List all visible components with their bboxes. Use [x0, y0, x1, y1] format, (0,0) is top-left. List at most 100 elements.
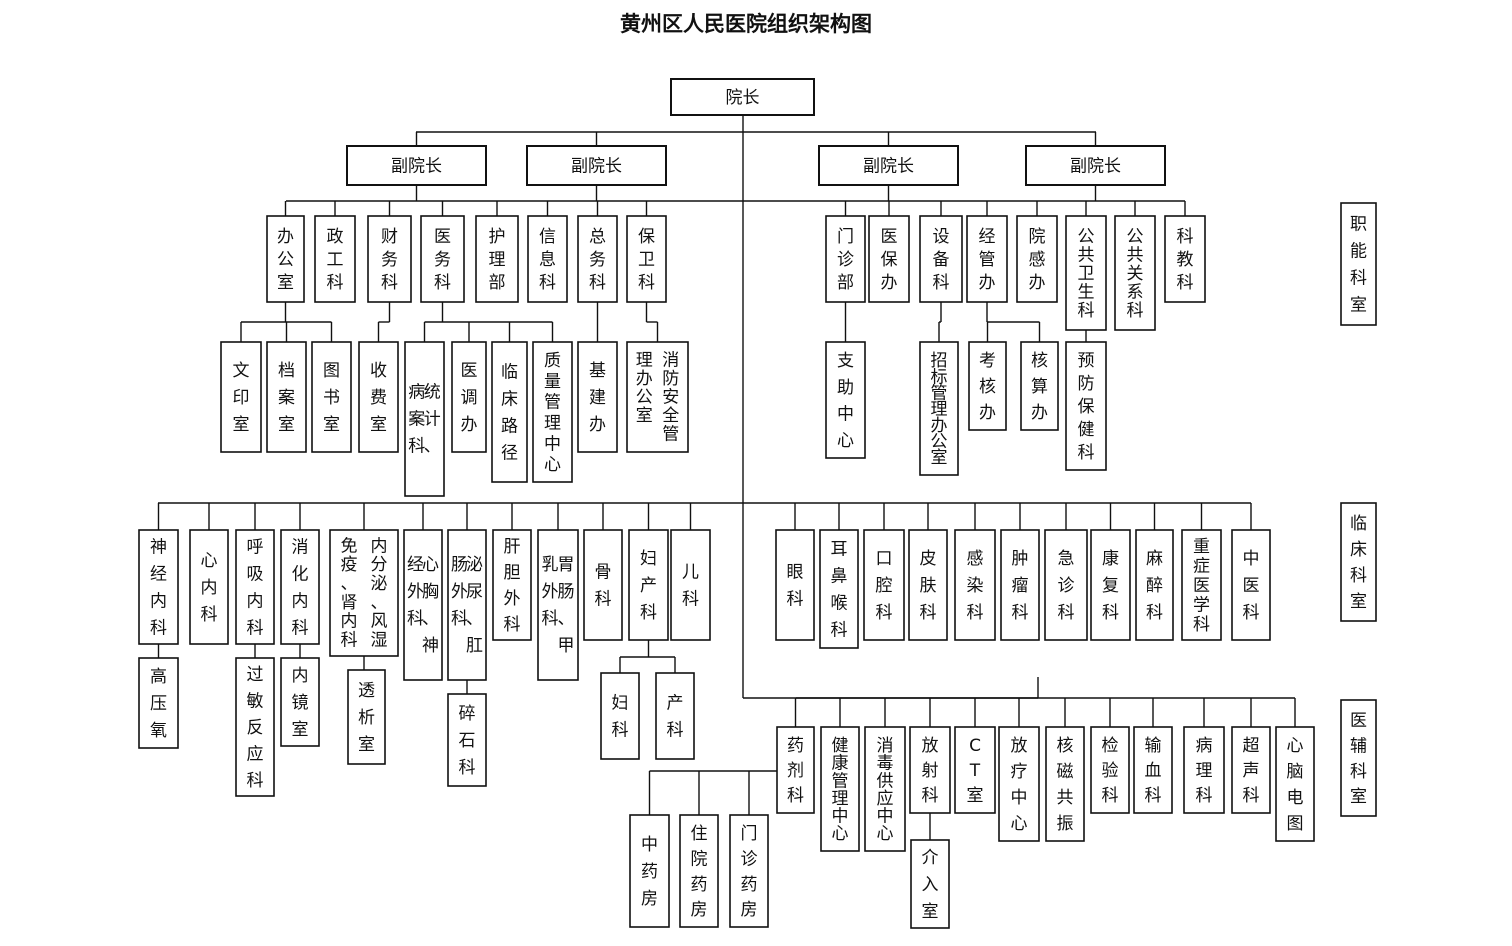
dept-输血科-label: 输血科: [1145, 736, 1162, 806]
dept-高压氧-label: 高压氧: [150, 667, 167, 741]
dept-质量管理中心-label: 质量管理中心: [544, 351, 561, 475]
dept-呼吸内科-label: 呼吸内科: [247, 538, 264, 639]
dept-康复科-frame: [1090, 529, 1131, 641]
dept-办公室: 办公室: [266, 215, 305, 303]
dept-考核办: 考核办: [968, 341, 1007, 431]
dept-儿科-label: 儿科: [682, 563, 699, 610]
category-label-2-frame: [1340, 502, 1377, 622]
dept-财务科-frame: [367, 215, 412, 303]
dept-产科-label: 产科: [667, 694, 684, 741]
dept-康复科-label: 康复科: [1102, 549, 1119, 623]
dept-政工科-frame: [314, 215, 356, 303]
box-vice-president-3-frame: [818, 145, 959, 186]
dept-康复科: 康复科: [1090, 529, 1131, 641]
dept-医调办-frame: [451, 341, 487, 453]
dept-介入室-frame: [910, 839, 950, 929]
dept-护理部-frame: [475, 215, 519, 303]
dept-经管办-frame: [966, 215, 1008, 303]
dept-检验科-label: 检验科: [1102, 736, 1119, 806]
chart-title: 黄州区人民医院组织架构图: [620, 12, 872, 36]
dept-急诊科: 急诊科: [1044, 529, 1088, 641]
connector-lines: [157, 115, 1296, 840]
dept-神经内科: 神经内科: [138, 529, 179, 645]
dept-档案室-label: 档案室: [278, 361, 295, 435]
dept-儿科-frame: [670, 529, 711, 641]
dept-档案室-frame: [266, 341, 307, 453]
dept-皮肤科-frame: [908, 529, 948, 641]
dept-高压氧-frame: [138, 657, 179, 749]
box-president: 院长: [670, 78, 815, 116]
dept-麻醉科: 麻醉科: [1135, 529, 1174, 641]
dept-支助中心-label: 支助中心: [837, 351, 854, 451]
dept-考核办-label: 考核办: [979, 351, 996, 423]
dept-消化内科-label: 消化内科: [292, 538, 309, 639]
dept-眼科-label: 眼科: [787, 563, 804, 610]
dept-经管办-label: 经管办: [979, 227, 996, 293]
dept-妇科-label: 妇科: [612, 694, 629, 741]
dept-医务科: 医务科: [420, 215, 465, 303]
dept-科教科-frame: [1164, 215, 1206, 303]
dept-介入室-label: 介入室: [922, 848, 939, 922]
dept-内镜室-label: 内镜室: [292, 666, 309, 740]
dept-放射科: 放射科: [909, 726, 951, 814]
dept-中医科: 中医科: [1231, 529, 1271, 641]
dept-中医科-frame: [1231, 529, 1271, 641]
dept-医务科-label: 医务科: [434, 227, 451, 293]
dept-重症医学科-frame: [1181, 529, 1222, 641]
category-label-3-frame: [1340, 699, 1377, 817]
dept-预防保健科: 预防保健科: [1065, 341, 1107, 471]
dept-放射科-label: 放射科: [922, 736, 939, 806]
dept-图书室: 图书室: [311, 341, 352, 453]
dept-感染科: 感染科: [954, 529, 996, 641]
dept-住院药房: 住院药房: [679, 814, 719, 928]
dept-碎石科: 碎石科: [447, 693, 487, 787]
dept-健康管理中心-label: 健康管理中心: [832, 736, 849, 844]
dept-心胸、神经外科: 心胸、神经外科: [403, 529, 443, 681]
dept-急诊科-frame: [1044, 529, 1088, 641]
dept-心脑电图-label: 心脑电图: [1287, 736, 1304, 834]
dept-医保办: 医保办: [868, 215, 910, 303]
dept-门诊部: 门诊部: [825, 215, 866, 303]
dept-核磁共振-label: 核磁共振: [1057, 736, 1074, 834]
dept-门诊药房: 门诊药房: [729, 814, 769, 928]
dept-内分泌、风湿免疫、肾内科: 内分泌、风湿免疫、肾内科: [329, 529, 399, 657]
dept-设备科-label: 设备科: [933, 227, 950, 293]
dept-心内科-frame: [189, 529, 229, 645]
dept-肿瘤科: 肿瘤科: [1000, 529, 1040, 641]
dept-文印室-frame: [220, 341, 262, 453]
dept-检验科-frame: [1090, 726, 1130, 814]
dept-呼吸内科-frame: [235, 529, 275, 645]
dept-预防保健科-frame: [1065, 341, 1107, 471]
dept-药剂科: 药剂科: [776, 726, 815, 814]
dept-总务科-label: 总务科: [589, 227, 606, 293]
box-vice-president-3: 副院长: [818, 145, 959, 186]
dept-内分泌、风湿免疫、肾内科-label: 内分泌、风湿免疫、肾内科: [341, 536, 388, 650]
dept-心胸、神经外科-label: 心胸、神经外科: [407, 555, 439, 656]
dept-预防保健科-label: 预防保健科: [1078, 351, 1095, 463]
dept-消毒供应中心: 消毒供应中心: [864, 726, 906, 852]
dept-碎石科-label: 碎石科: [459, 704, 476, 778]
dept-消防安全管理办公室-label: 消防安全管理办公室: [636, 350, 680, 444]
category-label-1-frame: [1340, 202, 1377, 326]
dept-档案室: 档案室: [266, 341, 307, 453]
dept-骨科-frame: [583, 529, 623, 641]
category-label-1: 职能科室: [1340, 202, 1377, 326]
dept-过敏反应科: 过敏反应科: [235, 657, 275, 797]
dept-核算办: 核算办: [1020, 341, 1059, 431]
dept-公共关系科: 公共关系科: [1114, 215, 1156, 331]
dept-保卫科-label: 保卫科: [638, 227, 655, 293]
dept-健康管理中心-frame: [820, 726, 860, 852]
dept-公共关系科-frame: [1114, 215, 1156, 331]
dept-图书室-label: 图书室: [323, 361, 340, 435]
dept-泌尿、肛肠外科: 泌尿、肛肠外科: [447, 529, 487, 681]
dept-门诊药房-frame: [729, 814, 769, 928]
dept-医保办-label: 医保办: [881, 227, 898, 293]
dept-重症医学科: 重症医学科: [1181, 529, 1222, 641]
dept-院感办: 院感办: [1016, 215, 1058, 303]
dept-财务科-label: 财务科: [381, 227, 398, 293]
dept-质量管理中心: 质量管理中心: [532, 341, 573, 483]
dept-文印室: 文印室: [220, 341, 262, 453]
dept-感染科-frame: [954, 529, 996, 641]
dept-输血科-frame: [1133, 726, 1173, 814]
dept-统计、病案科-label: 统计、病案科: [408, 382, 441, 456]
